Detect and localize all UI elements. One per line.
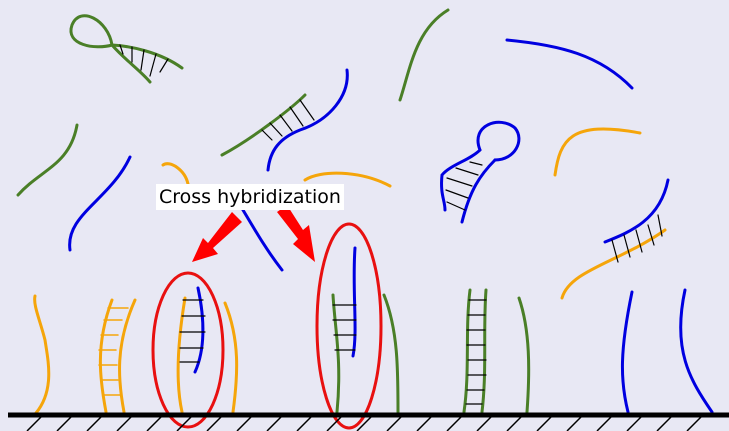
floating-strand-blue-2 [70, 157, 130, 250]
floating-strand-orange-1 [163, 164, 188, 184]
floating-hairpin-blue [442, 122, 519, 222]
substrate-surface [8, 415, 729, 431]
probe-green-2 [384, 295, 398, 412]
cross-hybridization-label: Cross hybridization [156, 184, 344, 210]
floating-strand-blue-3 [240, 205, 282, 270]
probe-green-4 [519, 298, 529, 412]
probe-blue-2 [681, 290, 712, 412]
probe-orange-duplex-2 [99, 300, 135, 412]
probe-green-duplex-3 [464, 290, 486, 412]
cross-hybrid-highlight-left [153, 273, 223, 427]
probe-green-cross-hybrid [333, 248, 356, 412]
floating-duplex-green-blue [222, 70, 347, 170]
floating-strand-green-1 [400, 10, 448, 100]
floating-hairpin-green [71, 16, 182, 82]
floating-strand-blue-1 [507, 40, 632, 88]
probe-orange-1 [35, 296, 49, 413]
probe-orange-4 [225, 303, 237, 412]
probe-blue-1 [622, 292, 632, 412]
floating-duplex-orange-blue [562, 180, 668, 298]
floating-strand-green-2 [18, 125, 77, 195]
arrow-right [277, 205, 315, 262]
cross-hybrid-highlight-right [317, 224, 381, 428]
floating-strand-orange-3 [555, 129, 640, 175]
probe-orange-cross-hybrid [178, 288, 205, 412]
arrow-left [192, 212, 242, 262]
